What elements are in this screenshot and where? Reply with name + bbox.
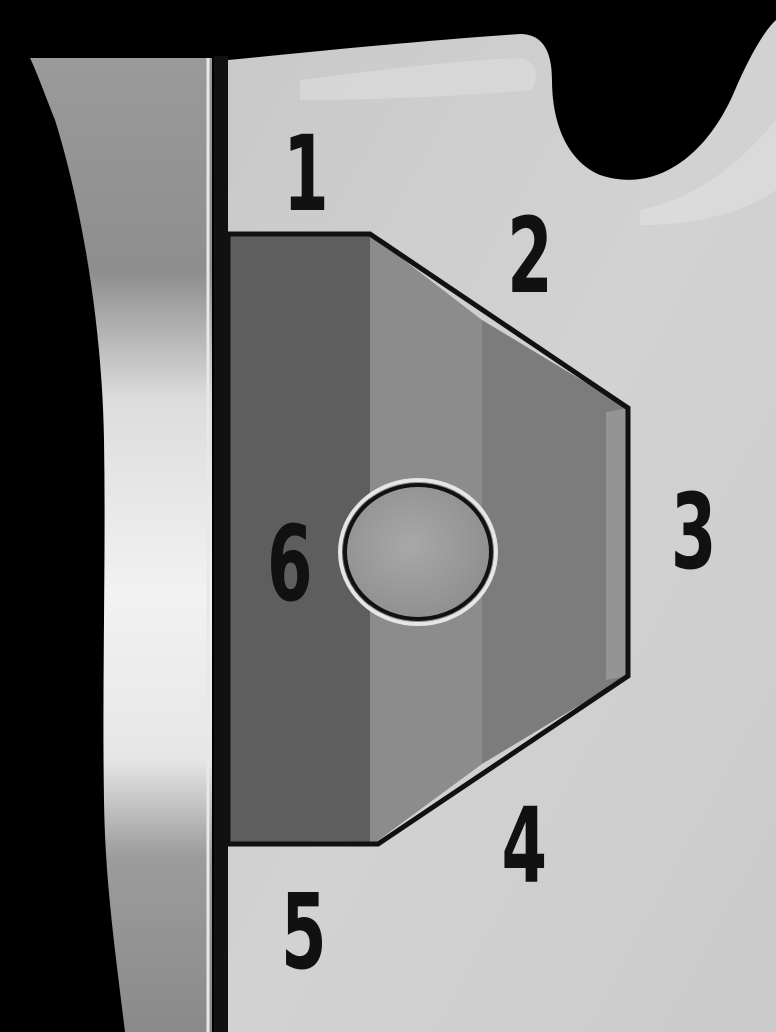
label-region-4: 4 [502, 787, 548, 907]
label-region-5: 5 [281, 873, 327, 993]
prism-face-right-edge [606, 408, 628, 680]
label-region-6: 6 [267, 505, 313, 625]
label-region-1: 1 [283, 115, 329, 235]
label-region-3: 3 [671, 473, 717, 593]
label-region-2: 2 [507, 197, 553, 317]
oval [345, 485, 491, 619]
